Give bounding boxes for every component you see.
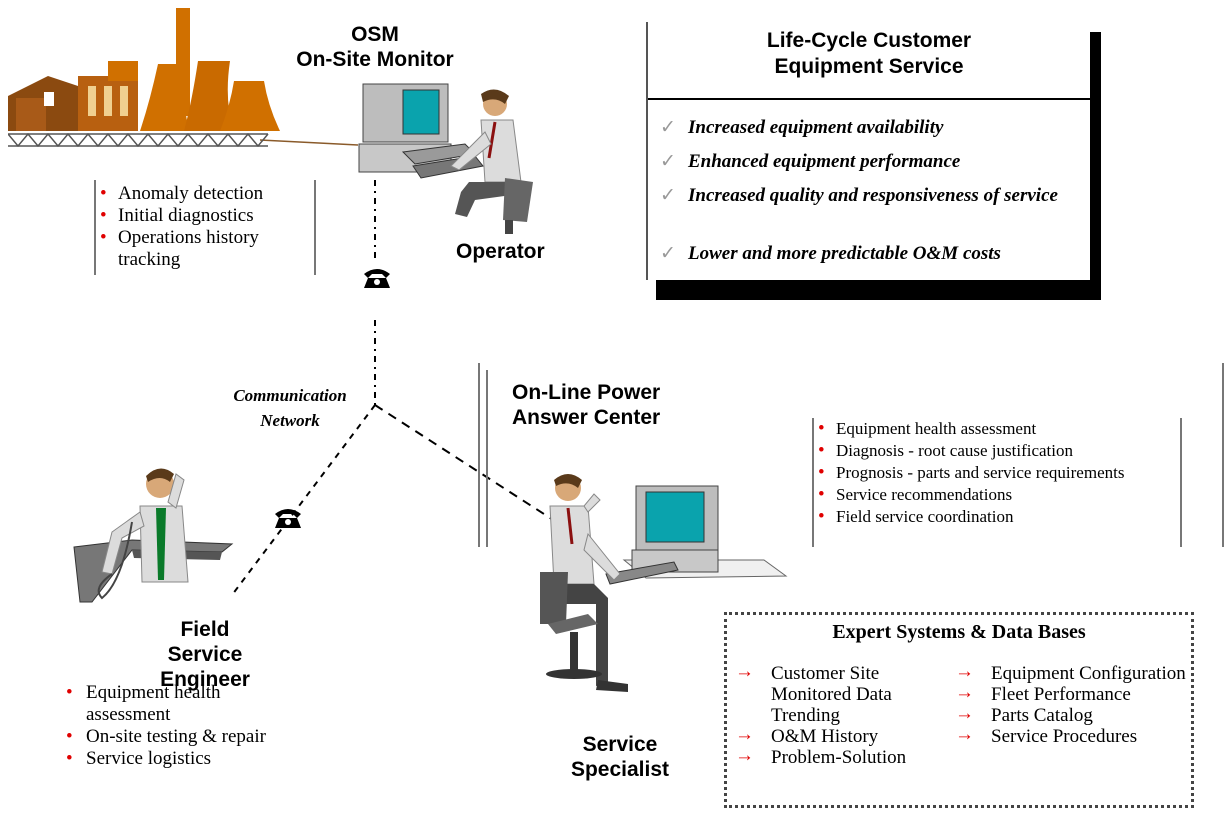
field-bullet: •On-site testing & repair bbox=[66, 726, 266, 747]
answer-bullet: •Prognosis - parts and service requireme… bbox=[818, 462, 1125, 483]
field-engineer-icon bbox=[73, 468, 234, 603]
expert-item-text: Customer Site Monitored Data Trending bbox=[771, 663, 892, 726]
expert-item-text: Equipment Configuration bbox=[991, 663, 1186, 684]
lifecycle-item-text: Enhanced equipment performance bbox=[688, 151, 961, 172]
arrow-icon: → bbox=[735, 661, 754, 682]
answer-center-bullet-box: •Equipment health assessment •Diagnosis … bbox=[812, 418, 1182, 547]
field-engineer-title-line2: Service Engineer bbox=[160, 643, 250, 691]
lifecycle-item: ✓ Enhanced equipment performance bbox=[648, 150, 960, 173]
osm-bullet-text: Initial diagnostics bbox=[118, 205, 254, 226]
arrow-icon: → bbox=[955, 682, 974, 703]
lifecycle-item-text: Increased equipment availability bbox=[688, 117, 944, 138]
field-engineer-title-line1: Field bbox=[180, 618, 230, 641]
network-label-line1: Communication bbox=[233, 386, 347, 405]
expert-item: → Parts Catalog bbox=[947, 703, 1187, 726]
field-bullet: •Service logistics bbox=[66, 748, 212, 769]
power-plant-icon bbox=[8, 8, 280, 148]
expert-item: → Customer Site Monitored Data Trending bbox=[727, 661, 957, 726]
answer-bullet-text: Service recommendations bbox=[836, 485, 1013, 504]
expert-item: → O&M History bbox=[727, 724, 957, 747]
arrow-icon: → bbox=[735, 724, 754, 745]
network-label: Communication Network bbox=[210, 383, 370, 433]
service-specialist-title-line2: Specialist bbox=[570, 758, 670, 781]
lifecycle-title-line2: Equipment Service bbox=[774, 55, 964, 78]
arrow-icon: → bbox=[955, 703, 974, 724]
field-bullet-text: Service logistics bbox=[86, 748, 212, 769]
expert-systems-box: Expert Systems & Data Bases → Customer Si… bbox=[724, 612, 1194, 808]
answer-bullet-text: Equipment health assessment bbox=[836, 419, 1037, 438]
expert-item-text: Service Procedures bbox=[991, 726, 1138, 747]
osm-title-line2: On-Site Monitor bbox=[296, 48, 454, 71]
answer-bullet-text: Field service coordination bbox=[836, 507, 1014, 526]
specialist-computer-icon bbox=[540, 474, 788, 692]
osm-bullet-text: Operations history tracking bbox=[118, 227, 259, 270]
lifecycle-item-text: Lower and more predictable O&M costs bbox=[688, 243, 1001, 264]
field-engineer-title: Field Service Engineer bbox=[120, 617, 290, 692]
expert-title: Expert Systems & Data Bases bbox=[832, 621, 1086, 643]
lifecycle-title-line1: Life-Cycle Customer bbox=[766, 29, 972, 52]
answer-center-title: On-Line Power Answer Center bbox=[512, 380, 660, 430]
expert-item-text: Problem-Solution bbox=[771, 747, 907, 768]
field-bullet-text: On-site testing & repair bbox=[86, 726, 266, 747]
answer-bullet: •Service recommendations bbox=[818, 484, 1013, 505]
arrow-icon: → bbox=[955, 724, 974, 745]
expert-item-text: O&M History bbox=[771, 726, 879, 747]
check-icon: ✓ bbox=[660, 151, 676, 172]
osm-bullet: •Anomaly detection bbox=[100, 183, 264, 204]
operator-label: Operator bbox=[456, 240, 545, 263]
lifecycle-box: Life-Cycle Customer Equipment Service ✓ I… bbox=[646, 22, 1090, 280]
check-icon: ✓ bbox=[660, 117, 676, 138]
service-specialist-title: Service Specialist bbox=[545, 732, 695, 782]
expert-item: → Service Procedures bbox=[947, 724, 1187, 747]
lifecycle-divider bbox=[648, 98, 1090, 100]
expert-item: → Equipment Configuration bbox=[947, 661, 1187, 684]
answer-center-frame-inner bbox=[486, 370, 488, 547]
arrow-icon: → bbox=[735, 745, 754, 766]
field-engineer-bullets: •Equipment health assessment •On-site te… bbox=[62, 682, 292, 770]
lifecycle-item: ✓ Increased equipment availability bbox=[648, 116, 943, 139]
osm-bullet: •Initial diagnostics bbox=[100, 205, 254, 226]
osm-bullet: •Operations history tracking bbox=[100, 227, 259, 270]
arrow-icon: → bbox=[955, 661, 974, 682]
telephone-icon bbox=[364, 269, 390, 288]
telephone-icon bbox=[275, 509, 301, 528]
answer-center-title-line2: Answer Center bbox=[512, 406, 661, 429]
lifecycle-item: ✓ Increased quality and responsiveness of… bbox=[648, 184, 1068, 207]
expert-right-column: → Equipment Configuration → Fleet Performa… bbox=[947, 661, 1187, 747]
lifecycle-item: ✓ Lower and more predictable O&M costs bbox=[648, 242, 1001, 265]
answer-center-frame bbox=[478, 363, 1224, 547]
osm-bullet-box: •Anomaly detection •Initial diagnostics … bbox=[94, 180, 316, 275]
check-icon: ✓ bbox=[660, 243, 676, 264]
expert-item-text: Parts Catalog bbox=[991, 705, 1093, 726]
answer-bullet: •Field service coordination bbox=[818, 506, 1014, 527]
answer-bullet-text: Diagnosis - root cause justification bbox=[836, 441, 1074, 460]
lifecycle-title: Life-Cycle Customer Equipment Service bbox=[648, 28, 1090, 80]
answer-bullet: •Diagnosis - root cause justification bbox=[818, 440, 1074, 461]
check-icon: ✓ bbox=[660, 185, 676, 206]
expert-item: → Problem-Solution bbox=[727, 745, 957, 768]
osm-title-line1: OSM bbox=[351, 23, 399, 46]
osm-bullet-text: Anomaly detection bbox=[118, 183, 264, 204]
expert-item-text: Fleet Performance bbox=[991, 684, 1131, 705]
answer-bullet: •Equipment health assessment bbox=[818, 418, 1037, 439]
lifecycle-item-text: Increased quality and responsiveness of … bbox=[688, 185, 1058, 206]
field-bullet-text: Equipment health assessment bbox=[86, 682, 221, 725]
service-specialist-title-line1: Service bbox=[582, 733, 658, 756]
expert-item: → Fleet Performance bbox=[947, 682, 1187, 705]
osm-title: OSM On-Site Monitor bbox=[250, 22, 500, 72]
field-bullet: •Equipment health assessment bbox=[66, 682, 221, 725]
operator-computer-icon bbox=[358, 83, 533, 234]
answer-center-title-line1: On-Line Power bbox=[512, 381, 661, 404]
network-label-line2: Network bbox=[260, 411, 320, 430]
answer-bullet-text: Prognosis - parts and service requiremen… bbox=[836, 463, 1125, 482]
expert-left-column: → Customer Site Monitored Data Trending →… bbox=[727, 661, 957, 768]
